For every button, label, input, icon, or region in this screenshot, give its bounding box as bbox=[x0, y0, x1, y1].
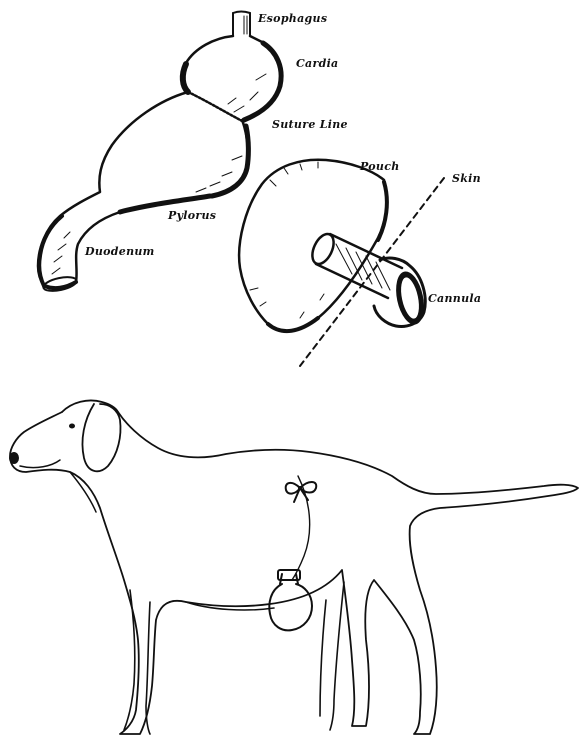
dog-eye bbox=[69, 424, 75, 429]
label-pouch: Pouch bbox=[359, 160, 400, 173]
label-suture-line: Suture Line bbox=[272, 118, 348, 131]
dog-body-outline bbox=[10, 412, 578, 734]
stomach-outline bbox=[38, 36, 281, 288]
label-duodenum: Duodenum bbox=[84, 245, 155, 258]
label-pylorus: Pylorus bbox=[167, 209, 216, 222]
dog-illustration bbox=[9, 400, 578, 734]
pouch-illustration bbox=[239, 160, 428, 331]
stomach-illustration bbox=[38, 12, 281, 294]
dog-nose bbox=[9, 452, 19, 464]
bow-tie bbox=[286, 482, 317, 502]
cannula bbox=[308, 231, 428, 327]
label-esophagus: Esophagus bbox=[257, 12, 327, 25]
esophagus bbox=[233, 12, 250, 37]
label-cardia: Cardia bbox=[296, 57, 338, 70]
dog-ear bbox=[82, 404, 120, 471]
skin-line bbox=[300, 178, 444, 366]
label-skin: Skin bbox=[452, 172, 481, 185]
suture-line bbox=[188, 92, 244, 122]
label-cannula: Cannula bbox=[428, 292, 481, 305]
